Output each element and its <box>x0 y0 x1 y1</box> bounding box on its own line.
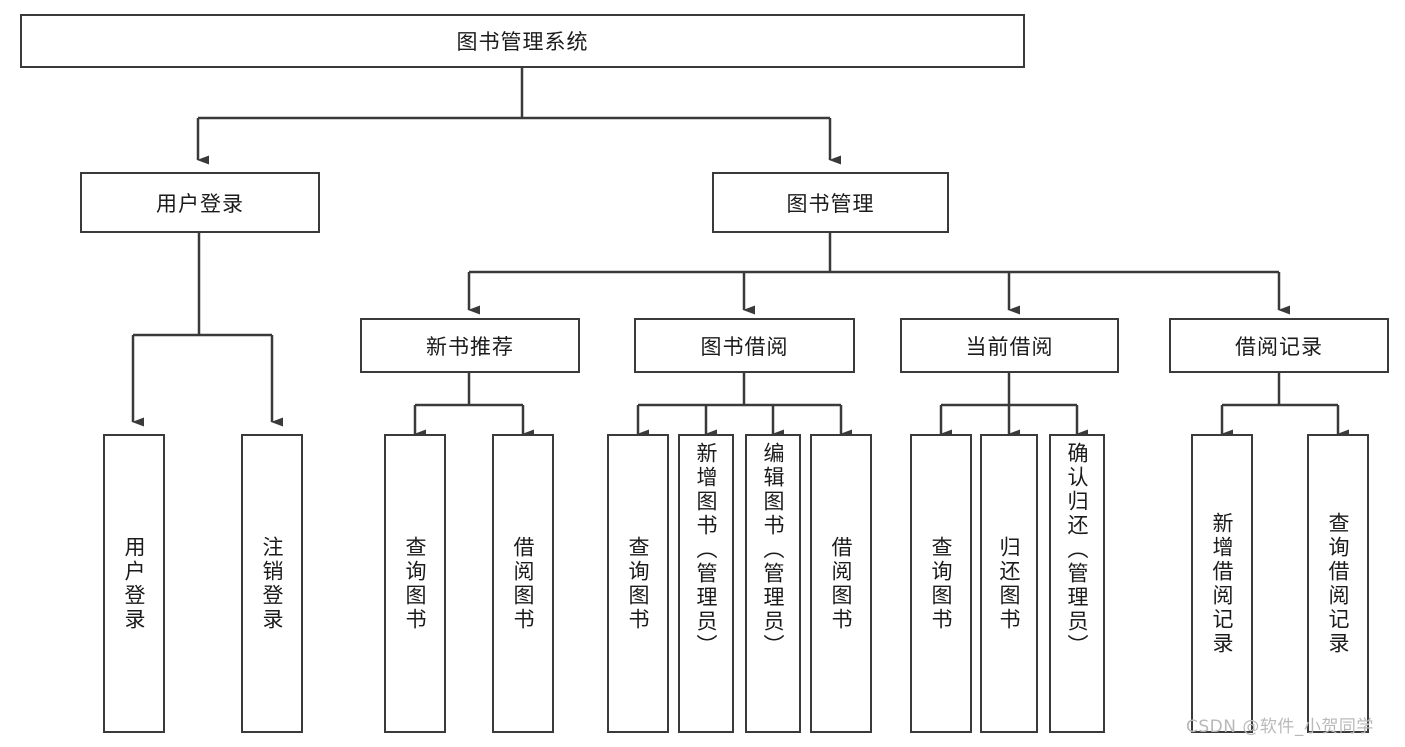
leaf-current-return-book[interactable]: 归还图书 <box>980 434 1038 733</box>
node-root-system[interactable]: 图书管理系统 <box>20 14 1025 68</box>
node-label: 新增借阅记录 <box>1210 511 1235 656</box>
node-new-book-recommend[interactable]: 新书推荐 <box>360 318 580 373</box>
leaf-record-add-record[interactable]: 新增借阅记录 <box>1191 434 1253 733</box>
node-label: 借阅记录 <box>1235 334 1323 359</box>
node-label: 用户登录 <box>122 535 147 632</box>
node-label: 归还图书 <box>997 535 1022 632</box>
node-label: 借阅图书 <box>829 535 854 632</box>
node-user-login[interactable]: 用户登录 <box>80 172 320 233</box>
node-label: 查询图书 <box>626 535 651 632</box>
leaf-newbook-borrow-book[interactable]: 借阅图书 <box>492 434 554 733</box>
node-label: 查询图书 <box>403 535 428 632</box>
node-book-management[interactable]: 图书管理 <box>712 172 949 233</box>
node-current-borrow[interactable]: 当前借阅 <box>900 318 1119 373</box>
node-label: 查询图书 <box>929 535 954 632</box>
leaf-current-confirm-return-admin[interactable]: 确认归还（管理员） <box>1049 434 1105 733</box>
node-label: 查询借阅记录 <box>1326 511 1351 656</box>
node-label: 编辑图书（管理员） <box>761 442 786 658</box>
leaf-current-query-book[interactable]: 查询图书 <box>910 434 972 733</box>
leaf-user-login[interactable]: 用户登录 <box>103 434 165 733</box>
node-label: 当前借阅 <box>965 334 1054 359</box>
node-label: 注销登录 <box>260 535 285 632</box>
node-book-borrow[interactable]: 图书借阅 <box>634 318 855 373</box>
node-label: 新增图书（管理员） <box>694 442 719 658</box>
leaf-borrow-edit-book-admin[interactable]: 编辑图书（管理员） <box>745 434 801 733</box>
node-label: 图书借阅 <box>700 334 789 359</box>
leaf-borrow-query-book[interactable]: 查询图书 <box>607 434 669 733</box>
node-label: 借阅图书 <box>511 535 536 632</box>
leaf-newbook-query-book[interactable]: 查询图书 <box>384 434 446 733</box>
node-label: 新书推荐 <box>426 334 514 359</box>
watermark: CSDN @软件_小贺同学 <box>1186 717 1374 737</box>
node-label: 图书管理系统 <box>456 30 589 54</box>
node-label: 确认归还（管理员） <box>1065 442 1090 658</box>
leaf-logout[interactable]: 注销登录 <box>241 434 303 733</box>
node-label: 用户登录 <box>156 191 244 216</box>
node-borrow-record[interactable]: 借阅记录 <box>1169 318 1389 373</box>
leaf-borrow-borrow-book[interactable]: 借阅图书 <box>810 434 872 733</box>
node-label: 图书管理 <box>786 191 875 216</box>
leaf-record-query-record[interactable]: 查询借阅记录 <box>1307 434 1369 733</box>
leaf-borrow-add-book-admin[interactable]: 新增图书（管理员） <box>678 434 734 733</box>
